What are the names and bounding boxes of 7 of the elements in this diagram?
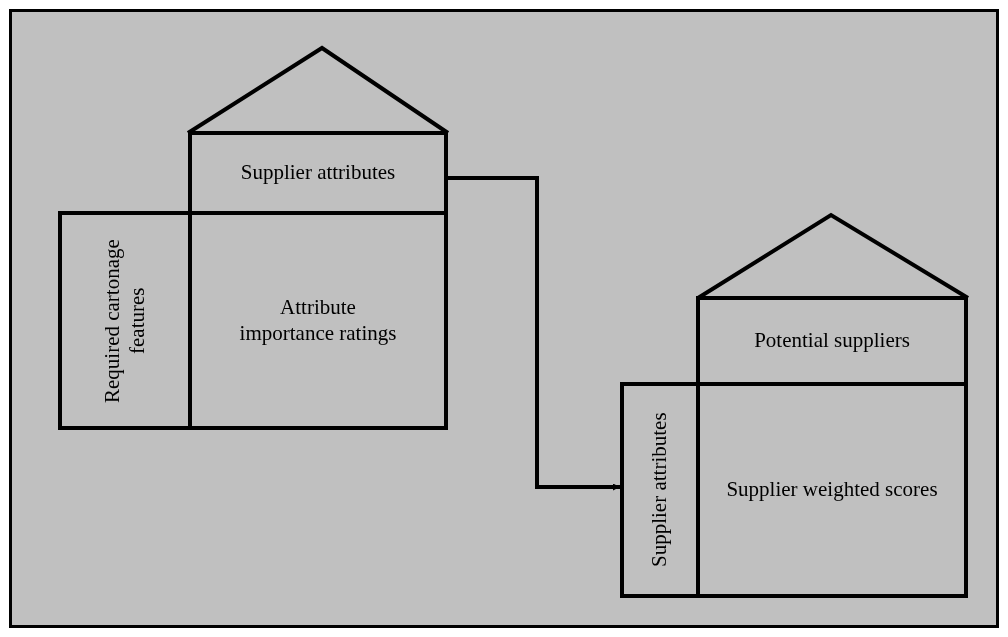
cell-label: Supplier weighted scores xyxy=(725,477,939,503)
cell-label: Attribute importance ratings xyxy=(238,295,398,346)
cell-label: Potential suppliers xyxy=(753,328,911,354)
cell-label: Required cartonage features xyxy=(99,237,150,405)
cell-label: Supplier attributes xyxy=(647,411,673,570)
arrow xyxy=(448,176,620,491)
cell-label: Supplier attributes xyxy=(239,160,397,186)
